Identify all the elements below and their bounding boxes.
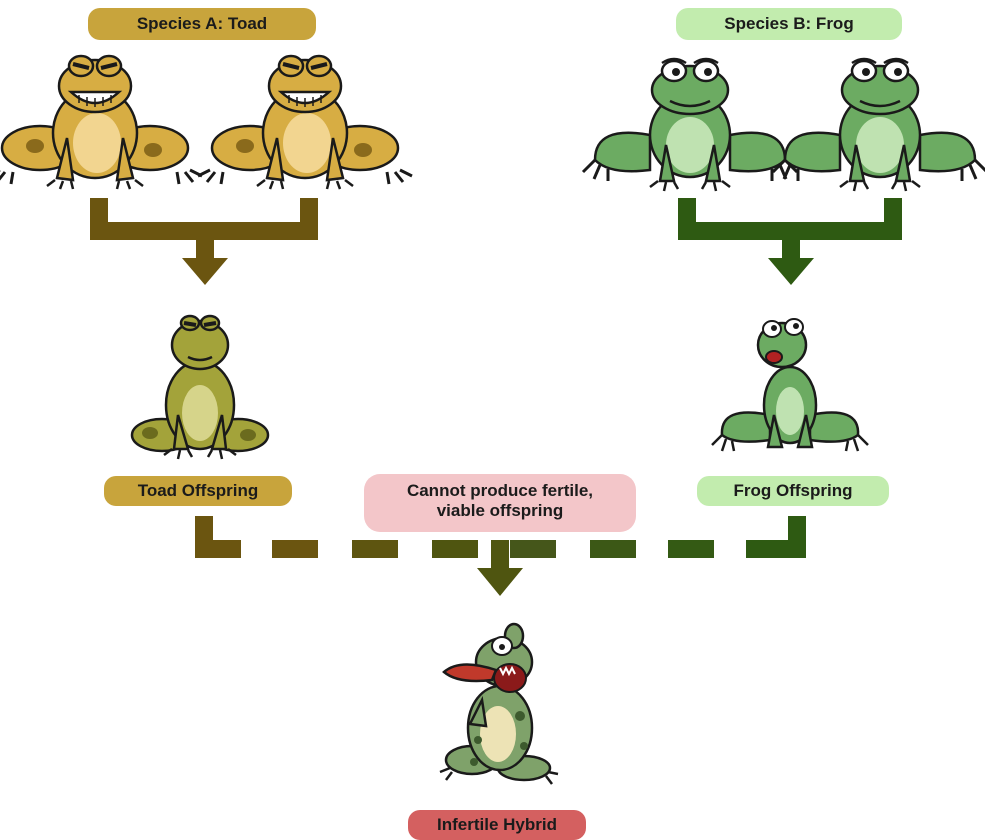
frog-offspring-figure	[712, 319, 868, 451]
frog-parent-2	[773, 59, 985, 191]
frog-parent-1	[583, 59, 797, 191]
toad-parent-1	[0, 56, 202, 189]
frog-cross-arrow	[678, 198, 902, 285]
infertile-hybrid-figure	[440, 624, 558, 784]
toad-cross-arrow	[90, 198, 318, 285]
toad-offspring-figure	[132, 316, 268, 459]
hybrid-cross-arrow	[195, 516, 806, 596]
toad-parent-2	[198, 56, 412, 189]
